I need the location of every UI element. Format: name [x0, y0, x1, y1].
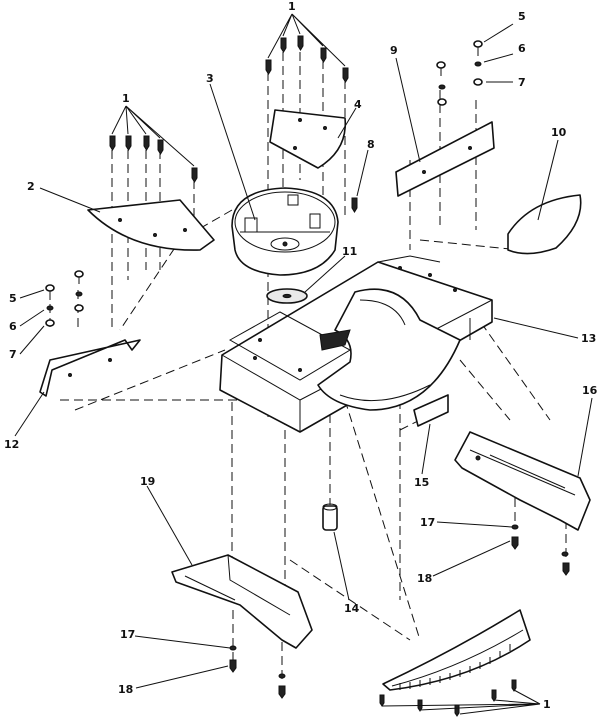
callout-10: 10 [551, 126, 567, 139]
callout-17-right: 17 [420, 516, 435, 529]
callout-16: 16 [582, 384, 598, 397]
callout-17-left: 17 [120, 628, 135, 641]
turntable-hub [231, 187, 339, 276]
right-insert [507, 194, 582, 255]
callout-3: 3 [206, 72, 214, 85]
callout-15: 15 [414, 476, 429, 489]
top-semicircle-cover [269, 109, 347, 169]
protractor-scale [382, 609, 531, 691]
callout-labels: 1 1 1 2 3 4 5 5 6 6 7 7 8 9 10 11 12 13 … [4, 0, 598, 711]
screw-group-top [265, 35, 349, 83]
callout-2: 2 [27, 180, 35, 193]
callout-13: 13 [581, 332, 596, 345]
hardware-stack-top-right [436, 40, 483, 106]
callout-11: 11 [342, 245, 357, 258]
callout-18-right: 18 [417, 572, 432, 585]
callout-5-top: 5 [518, 10, 526, 23]
left-cover-plate [87, 199, 215, 251]
callout-14: 14 [344, 602, 360, 615]
callout-1-top: 1 [288, 0, 296, 13]
right-rail [395, 121, 495, 197]
callout-19: 19 [140, 475, 155, 488]
center-washer [266, 288, 308, 304]
callout-5-left: 5 [9, 292, 17, 305]
right-leg [454, 431, 591, 531]
cylinder-plug [322, 503, 338, 531]
small-screw [351, 197, 358, 213]
hardware-right-leg [511, 524, 570, 576]
callout-7-left: 7 [9, 348, 17, 361]
callout-8: 8 [367, 138, 375, 151]
callout-1-left: 1 [122, 92, 130, 105]
hardware-left-leg [229, 645, 286, 699]
callout-6-left: 6 [9, 320, 17, 333]
screw-group-left [109, 135, 198, 183]
hardware-stack-left [45, 270, 84, 327]
callout-9: 9 [390, 44, 398, 57]
left-leg [171, 554, 313, 649]
callout-7-top: 7 [518, 76, 526, 89]
callout-12: 12 [4, 438, 19, 451]
callout-18-left: 18 [118, 683, 133, 696]
callout-6-top: 6 [518, 42, 526, 55]
callout-1-bottom: 1 [543, 698, 551, 711]
main-base-table [219, 255, 493, 433]
leader-lines [14, 13, 593, 715]
left-rail [39, 339, 141, 397]
assembly-guides [49, 52, 567, 680]
small-bracket [413, 394, 449, 427]
callout-4: 4 [354, 98, 362, 111]
